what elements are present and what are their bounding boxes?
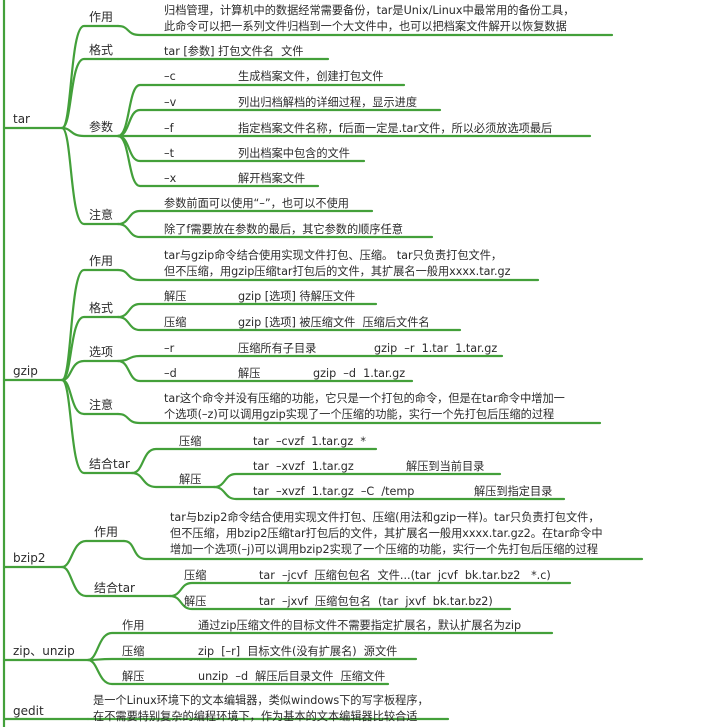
- zip-item-desc: unzip –d 解压后目录文件 压缩文件: [198, 670, 386, 683]
- tar-usage-text: 归档管理，计算机中的数据经常需要备份，tar是Unix/Linux中最常用的备份…: [164, 4, 575, 33]
- tar-param-flag: –v: [164, 96, 177, 109]
- gzip-extract-label: 解压: [179, 473, 202, 486]
- bzip2-op-cmd: tar –jcvf 压缩包包名 文件...(tar jcvf bk.tar.bz…: [259, 569, 551, 582]
- gzip-compress-label: 压缩: [179, 435, 202, 448]
- bzip2-node: bzip2: [13, 551, 46, 565]
- zip-item-desc: zip [–r] 目标文件(没有扩展名) 源文件: [198, 645, 398, 658]
- zip-item-desc: 通过zip压缩文件的目标文件不需要指定扩展名，默认扩展名为zip: [198, 619, 522, 632]
- gzip-format-label: 格式: [89, 301, 114, 315]
- gedit-text: 是一个Linux环境下的文本编辑器，类似windows下的写字板程序， 在不需要…: [93, 694, 429, 723]
- tar-param-desc: 列出档案中包含的文件: [238, 147, 350, 160]
- gzip-format-cmd: gzip [选项] 被压缩文件 压缩后文件名: [238, 316, 430, 329]
- tar-notes-label: 注意: [89, 208, 114, 222]
- bzip2-op-name: 压缩: [184, 569, 207, 582]
- gzip-option-example: gzip –d 1.tar.gz: [313, 367, 406, 380]
- gzip-compress-cmd: tar –cvzf 1.tar.gz *: [253, 435, 366, 448]
- tar-param-flag: –f: [164, 122, 174, 135]
- tar-node: tar: [13, 112, 30, 126]
- gedit-node: gedit: [13, 704, 44, 718]
- tar-format-label: 格式: [89, 43, 114, 57]
- bzip2-usage-label: 作用: [94, 525, 119, 539]
- tar-format-text: tar [参数] 打包文件名 文件: [164, 45, 304, 58]
- gzip-extract-desc: 解压到当前目录: [406, 460, 485, 473]
- gzip-format-name: 压缩: [164, 316, 187, 329]
- zip-node: zip、unzip: [13, 644, 75, 658]
- bzip2-op-name: 解压: [184, 595, 207, 608]
- gzip-notes-label: 注意: [89, 398, 114, 412]
- gzip-extract-cmd: tar –xvzf 1.tar.gz –C /temp: [253, 485, 415, 498]
- gzip-with-tar-label: 结合tar: [89, 457, 130, 471]
- tar-note: 除了f需要放在参数的最后，其它参数的顺序任意: [164, 223, 403, 236]
- gzip-option-flag: –d: [164, 367, 177, 380]
- gzip-format-cmd: gzip [选项] 待解压文件: [238, 290, 356, 303]
- bzip2-usage-text: tar与bzip2命令结合使用实现文件打包、压缩(用法和gzip一样)。tar只…: [170, 511, 603, 556]
- gzip-usage-label: 作用: [89, 254, 114, 268]
- tar-param-flag: –x: [164, 172, 177, 185]
- zip-item-name: 压缩: [122, 645, 145, 658]
- gzip-options-label: 选项: [89, 345, 114, 359]
- gzip-extract-cmd: tar –xvzf 1.tar.gz: [253, 460, 354, 473]
- tar-param-desc: 指定档案文件名称，f后面一定是.tar文件，所以必须放选项最后: [238, 122, 553, 135]
- gzip-usage-text: tar与gzip命令结合使用实现文件打包、压缩。 tar只负责打包文件， 但不压…: [164, 249, 511, 278]
- gzip-format-name: 解压: [164, 290, 187, 303]
- gzip-option-desc: 压缩所有子目录: [238, 342, 317, 355]
- gzip-option-flag: –r: [164, 342, 175, 355]
- tar-params-label: 参数: [89, 120, 114, 134]
- tar-usage-label: 作用: [89, 10, 114, 24]
- gzip-extract-desc: 解压到指定目录: [474, 485, 553, 498]
- tar-param-flag: –t: [164, 147, 174, 160]
- gzip-option-example: gzip –r 1.tar 1.tar.gz: [374, 342, 498, 355]
- tar-note: 参数前面可以使用“–”，也可以不使用: [164, 197, 349, 210]
- gzip-notes-text: tar这个命令并没有压缩的功能，它只是一个打包的命令，但是在tar命令中增加一 …: [164, 392, 565, 421]
- bzip2-with-tar-label: 结合tar: [94, 581, 135, 595]
- zip-item-name: 作用: [122, 619, 145, 632]
- bzip2-op-cmd: tar –jxvf 压缩包包名 (tar jxvf bk.tar.bz2): [259, 595, 493, 608]
- tar-param-desc: 列出归档解档的详细过程，显示进度: [238, 96, 418, 109]
- tar-param-desc: 生成档案文件，创建打包文件: [238, 70, 384, 83]
- tar-param-desc: 解开档案文件: [238, 172, 306, 185]
- tar-param-flag: –c: [164, 70, 176, 83]
- gzip-option-desc: 解压: [238, 367, 261, 380]
- zip-item-name: 解压: [122, 670, 145, 683]
- gzip-node: gzip: [13, 364, 38, 378]
